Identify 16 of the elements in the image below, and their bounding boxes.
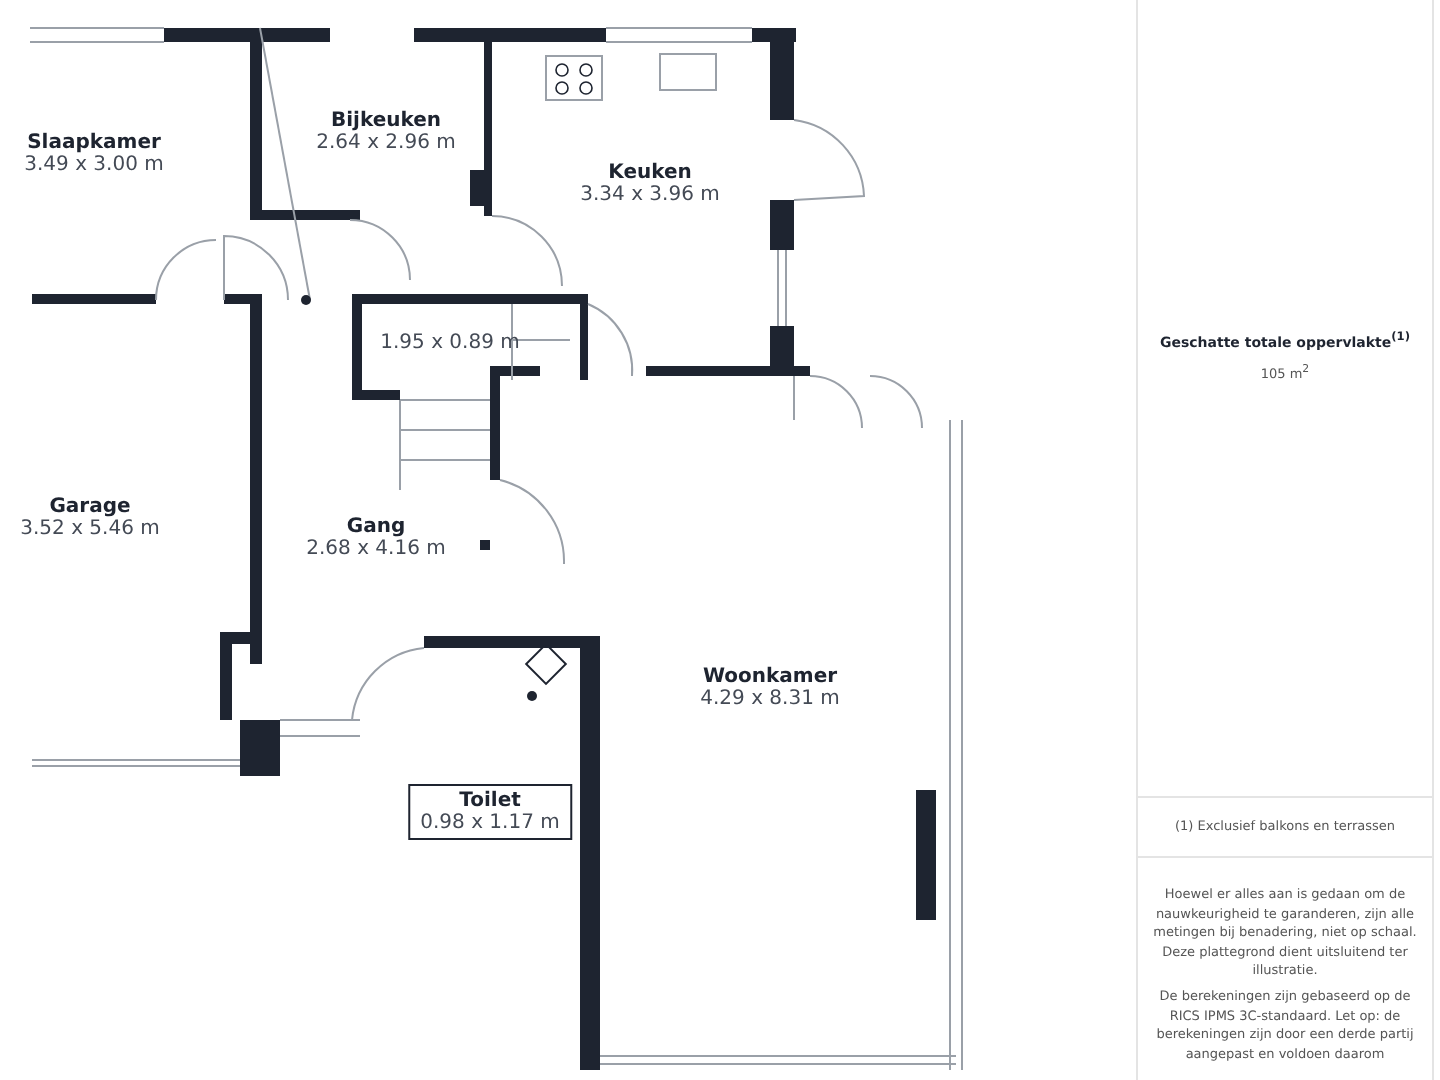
room-dimensions: 2.68 x 4.16 m [306,538,446,560]
room-dimensions: 3.52 x 5.46 m [20,518,160,540]
room-name: Gang [344,516,408,538]
room-name: Bijkeuken [328,110,444,132]
room-name: Woonkamer [700,666,840,688]
room-name: Garage [47,496,133,518]
room-dimensions: 0.98 x 1.17 m [420,812,560,834]
room-dimensions: 3.49 x 3.00 m [24,154,164,176]
room-name: Keuken [606,162,694,184]
room-dimensions: 2.64 x 2.96 m [316,132,456,154]
room-dimensions: 1.95 x 0.89 m [380,332,520,354]
room-name: Slaapkamer [25,132,163,154]
room-name: Toilet [457,790,523,812]
label-box [408,784,572,840]
room-dimensions: 4.29 x 8.31 m [700,688,840,710]
room-dimensions: 3.34 x 3.96 m [580,184,720,206]
